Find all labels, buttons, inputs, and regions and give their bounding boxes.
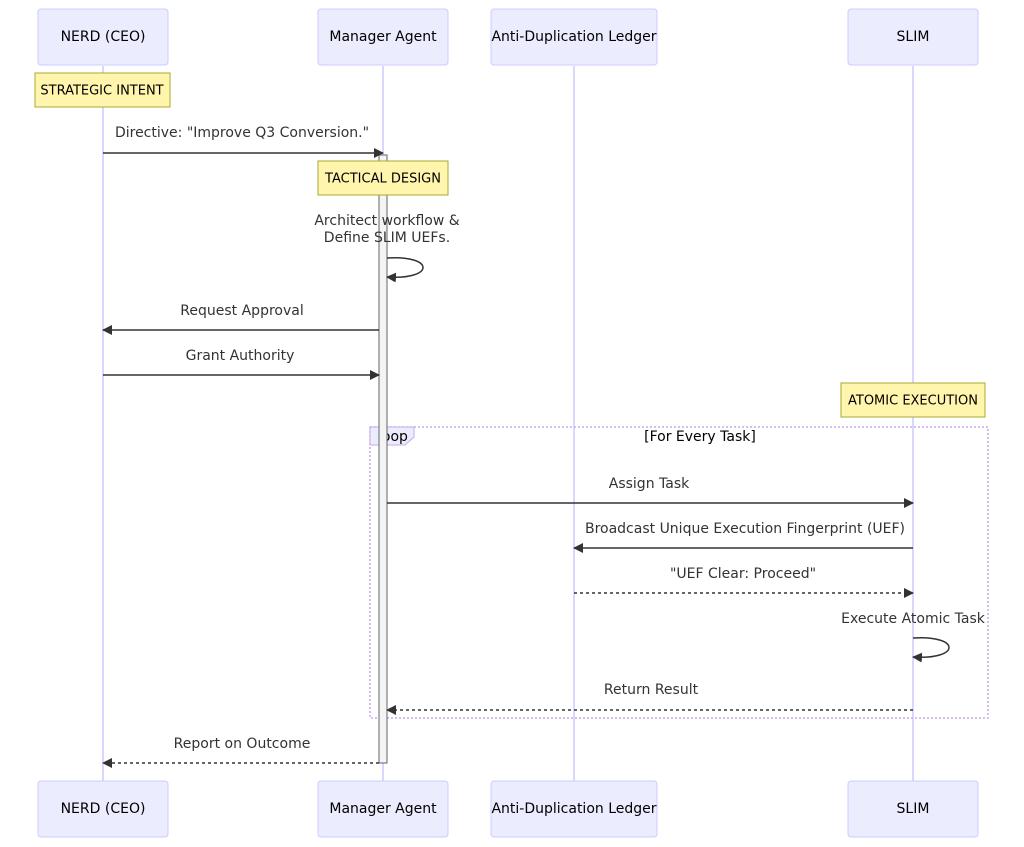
note-text: TACTICAL DESIGN xyxy=(324,172,441,187)
message-assign-task: Assign Task xyxy=(387,476,914,508)
message-label: Broadcast Unique Execution Fingerprint (… xyxy=(585,521,905,537)
actor-label: SLIM xyxy=(897,801,930,817)
message-label: Directive: "Improve Q3 Conversion." xyxy=(115,125,369,141)
message-return-result: Return Result xyxy=(386,682,913,715)
message-directive: Directive: "Improve Q3 Conversion." xyxy=(103,125,384,158)
self-arrow xyxy=(912,637,950,663)
actor-label: Manager Agent xyxy=(329,801,437,817)
actor-slim-bottom: SLIM xyxy=(847,780,979,838)
actor-ledger-top: Anti-Duplication Ledger xyxy=(490,8,658,66)
message-label: Execute Atomic Task xyxy=(841,611,986,627)
message-label: Grant Authority xyxy=(186,348,295,364)
message-execute-atomic-task: Execute Atomic Task xyxy=(841,611,986,663)
note-text: ATOMIC EXECUTION xyxy=(848,394,978,409)
loop-condition: [For Every Task] xyxy=(644,429,756,445)
actor-label: Anti-Duplication Ledger xyxy=(491,29,656,45)
message-label: Return Result xyxy=(604,682,699,698)
actor-ledger-bottom: Anti-Duplication Ledger xyxy=(490,780,658,838)
actor-manager-bottom: Manager Agent xyxy=(317,780,449,838)
manager-activation-bar xyxy=(378,154,388,764)
message-broadcast-uef: Broadcast Unique Execution Fingerprint (… xyxy=(573,521,913,553)
message-label: Define SLIM UEFs. xyxy=(324,230,450,246)
message-request-approval: Request Approval xyxy=(102,303,379,335)
message-label: Request Approval xyxy=(180,303,303,319)
message-label: "UEF Clear: Proceed" xyxy=(670,566,816,582)
note-atomic-execution: ATOMIC EXECUTION xyxy=(840,382,986,418)
message-report-on-outcome: Report on Outcome xyxy=(102,736,379,768)
note-text: STRATEGIC INTENT xyxy=(40,84,163,99)
message-label: Architect workflow & xyxy=(314,213,459,229)
message-uef-clear: "UEF Clear: Proceed" xyxy=(574,566,914,598)
actor-label: Manager Agent xyxy=(329,29,437,45)
self-arrow xyxy=(386,257,424,283)
note-tactical-design: TACTICAL DESIGN xyxy=(317,160,449,196)
actor-nerd-bottom: NERD (CEO) xyxy=(37,780,169,838)
actor-nerd-top: NERD (CEO) xyxy=(37,8,169,66)
actor-manager-top: Manager Agent xyxy=(317,8,449,66)
message-architect-workflow: Architect workflow & Define SLIM UEFs. xyxy=(314,213,460,283)
message-label: Assign Task xyxy=(609,476,690,492)
lifelines xyxy=(102,66,914,781)
actor-label: Anti-Duplication Ledger xyxy=(491,801,656,817)
actor-label: NERD (CEO) xyxy=(61,29,146,45)
message-grant-authority: Grant Authority xyxy=(103,348,380,380)
actor-label: SLIM xyxy=(897,29,930,45)
actor-slim-top: SLIM xyxy=(847,8,979,66)
actor-label: NERD (CEO) xyxy=(61,801,146,817)
message-label: Report on Outcome xyxy=(174,736,311,752)
note-strategic-intent: STRATEGIC INTENT xyxy=(34,72,171,108)
